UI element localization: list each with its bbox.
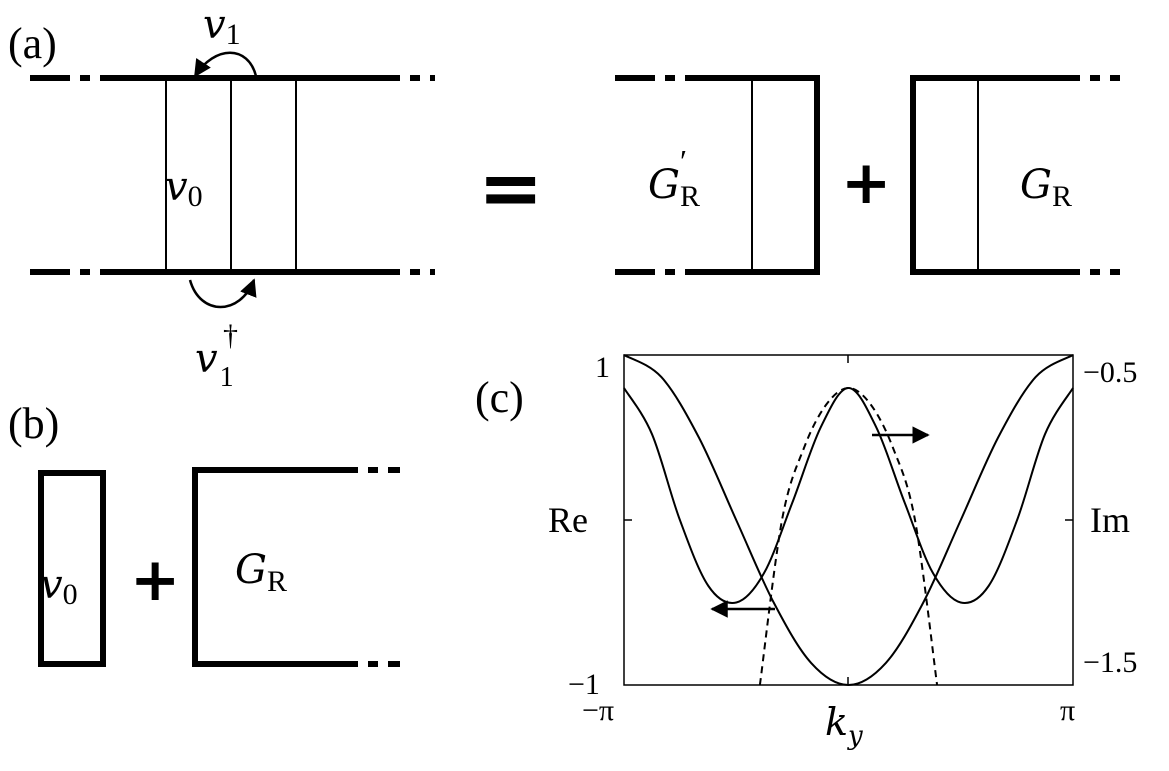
hop-arrow-top	[193, 51, 258, 78]
series-line-1	[623, 354, 1074, 687]
right-axis-label: Im	[1090, 500, 1130, 540]
right-tick-bottom: −1.5	[1083, 646, 1137, 679]
gr-frame	[910, 75, 1040, 275]
panel-a: (a) v1 v0 v1 † = GR ′ +	[8, 2, 1120, 393]
panel-a-label: (a)	[8, 19, 57, 68]
gr-b-frame	[192, 467, 318, 667]
v0-label: v0	[165, 164, 203, 213]
left-tick-top: 1	[595, 351, 610, 384]
left-tick-bottom: −1	[568, 668, 600, 701]
gr-b-label: GR	[235, 547, 287, 598]
equals-sign: =	[478, 144, 543, 234]
series-line-3	[758, 386, 939, 686]
x-axis-label: ky	[825, 700, 863, 751]
gprime-label: GR	[648, 162, 700, 213]
panel-c: (c) 1 −1 −0.5 −1.5 −π π Re Im ky	[475, 351, 1137, 751]
right-tick-top: −0.5	[1083, 356, 1137, 389]
prime-mark: ′	[680, 143, 687, 179]
v0-block	[38, 470, 106, 667]
v1-label: v1	[203, 2, 241, 51]
v1-dagger-label: v1	[195, 336, 234, 393]
dagger-symbol: †	[223, 319, 238, 352]
left-axis-label: Re	[548, 500, 588, 540]
panel-c-label: (c)	[475, 373, 524, 422]
panel-b: (b) v0 + GR	[8, 399, 400, 667]
hop-arrow-bottom	[188, 278, 257, 309]
panel-b-label: (b)	[8, 399, 59, 448]
gr-label: GR	[1020, 162, 1072, 213]
plot-frame	[623, 354, 1074, 686]
x-tick-left: −π	[582, 694, 614, 727]
series-line-2	[623, 386, 1074, 604]
series-layer	[623, 354, 1074, 687]
plus-sign-a: +	[841, 148, 891, 218]
v0-block-label: v0	[40, 562, 78, 611]
x-tick-right: π	[1060, 694, 1075, 727]
gprime-frame	[690, 75, 820, 275]
plus-sign-b: +	[130, 545, 180, 615]
